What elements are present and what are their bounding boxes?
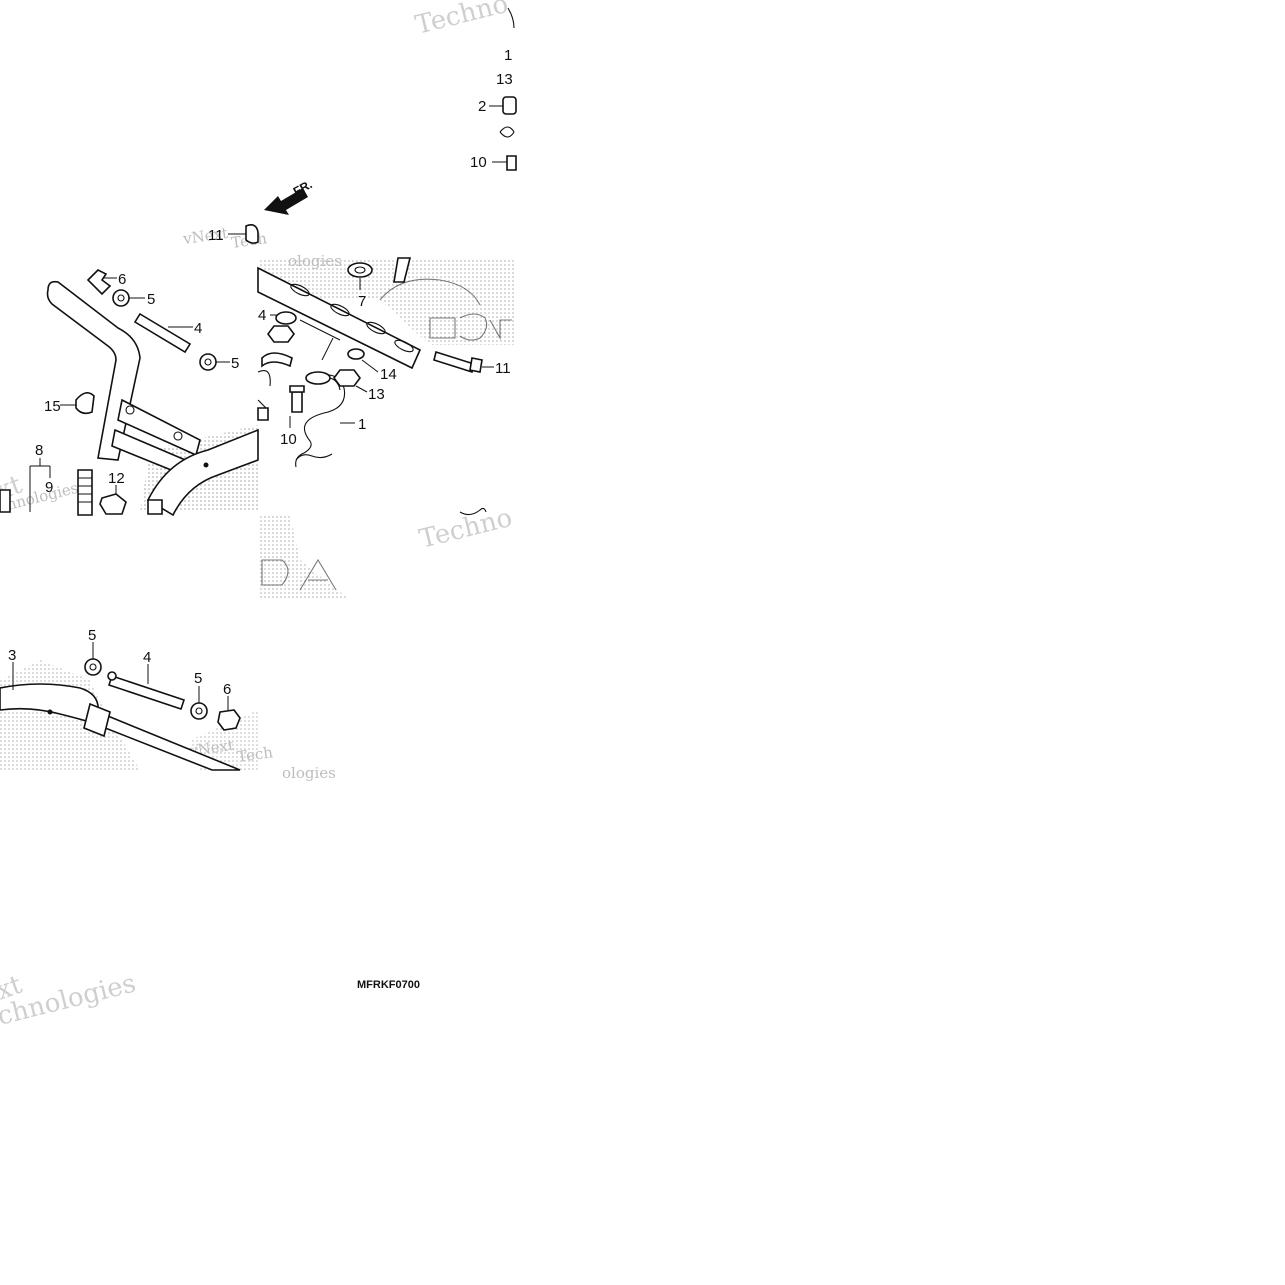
watermark-text: Techno (416, 503, 515, 555)
grommet-part-2 (502, 96, 517, 115)
bolt-part-10-b (291, 391, 303, 413)
watermark-text: chnologies (0, 968, 139, 1031)
callout-number: 10 (280, 431, 297, 448)
front-direction-arrow: FR. (264, 177, 314, 215)
callout-number: 9 (45, 479, 53, 496)
callout-number: 4 (194, 320, 202, 337)
top-bridge-plate (257, 266, 422, 370)
washer-part-7 (347, 262, 373, 278)
callout-number: 5 (147, 291, 155, 308)
callout-number: 4 (258, 307, 266, 324)
callout-number: 11 (495, 360, 511, 377)
watermark-texts: Techno vNext Tech ologies Techno vNext T… (0, 0, 515, 1032)
callout-number: 13 (496, 71, 513, 88)
callout-number: 3 (8, 647, 16, 664)
watermark-text: Tech (236, 743, 274, 766)
callout-number: 14 (380, 366, 397, 383)
nut-part-12 (99, 493, 127, 515)
bolt-part-10 (506, 155, 517, 171)
callout-number: 15 (44, 398, 61, 415)
fragment-top-right: 1 13 2 10 (470, 7, 517, 171)
clamp-part-15 (75, 392, 95, 415)
rod-part-4 (133, 312, 192, 354)
handlebar-assembly-top: 6 5 4 5 15 8 9 12 (0, 269, 259, 517)
watermark-text: ologies (282, 764, 336, 782)
callout-number: 6 (223, 681, 231, 698)
drawing-code: MFRKF0700 (357, 979, 420, 991)
callout-number: 4 (143, 649, 151, 666)
rod-part-4-b (107, 674, 186, 711)
callout-number: 7 (358, 293, 366, 310)
callout-number: 11 (208, 227, 224, 244)
callout-number: 1 (358, 416, 366, 433)
callout-number: 1 (504, 47, 512, 64)
callout-number: 2 (478, 98, 486, 115)
watermark-text: Techno (412, 0, 511, 41)
callout-number: 12 (108, 470, 125, 487)
handlebar-part-3-b (0, 683, 241, 771)
callout-number: 8 (35, 442, 43, 459)
watermark-text: ologies (288, 252, 342, 270)
nut-part-5-c (84, 658, 102, 676)
callout-number: 5 (231, 355, 239, 372)
clamp-part-6-b (217, 709, 241, 731)
bolt-part-11 (433, 350, 475, 374)
callout-number: 6 (118, 271, 126, 288)
callout-number: 13 (368, 386, 385, 403)
nut-part-5-d (190, 702, 208, 720)
handlebar-part-3 (46, 280, 141, 461)
callout-number: 5 (88, 627, 96, 644)
handlebar-assembly-bottom: 3 5 4 5 6 (0, 627, 241, 771)
brand-logo-watermark (261, 278, 512, 591)
nut-part-5-a (112, 289, 130, 307)
nut-part-5-b (199, 353, 217, 371)
callout-number: 10 (470, 154, 487, 171)
callout-number: 5 (194, 670, 202, 687)
top-bridge-assembly: 7 4 11 14 13 1 10 (257, 257, 511, 516)
clamp-part-6 (86, 269, 112, 296)
fragment-callout-11-top: 11 (208, 224, 259, 244)
